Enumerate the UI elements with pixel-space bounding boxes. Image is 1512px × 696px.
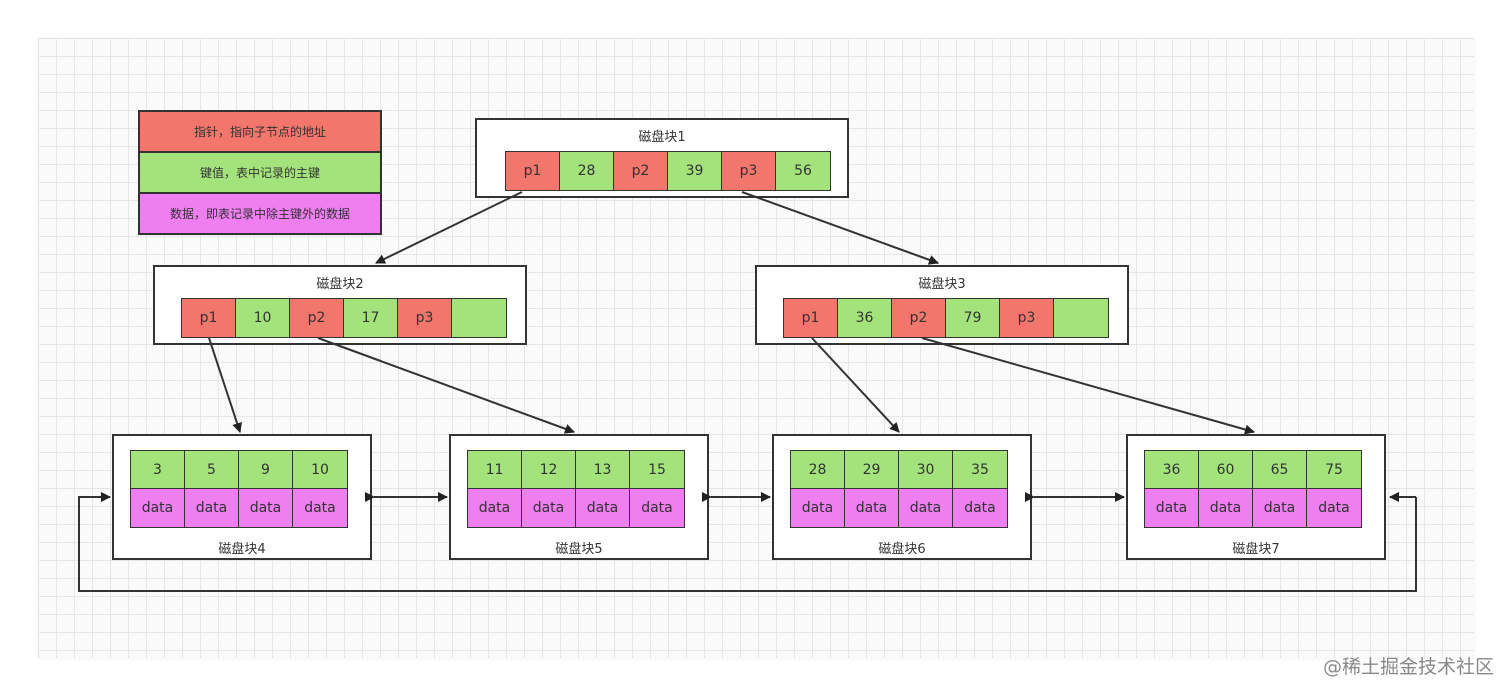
data-cell: data xyxy=(576,489,630,527)
key-cell: 29 xyxy=(845,451,899,489)
pointer-cell: p2 xyxy=(614,152,668,190)
legend-key: 键值，表中记录的主键 xyxy=(140,151,380,192)
pointer-cell: p3 xyxy=(722,152,776,190)
disk-block-2-title: 磁盘块2 xyxy=(316,277,364,292)
pointer-cell: p1 xyxy=(506,152,560,190)
data-cell: data xyxy=(1145,489,1199,527)
disk-block-3-title: 磁盘块3 xyxy=(918,277,966,292)
key-cell: 10 xyxy=(293,451,347,489)
key-cell: 65 xyxy=(1253,451,1307,489)
data-cell: data xyxy=(131,489,185,527)
key-cell: 35 xyxy=(953,451,1007,489)
disk-block-4-title: 磁盘块4 xyxy=(218,542,266,557)
disk-block-6-title: 磁盘块6 xyxy=(878,542,926,557)
key-cell: 36 xyxy=(838,299,892,337)
data-cell: data xyxy=(239,489,293,527)
loop-link-b7-to-b4 xyxy=(78,492,1417,592)
legend-pointer: 指针，指向子节点的地址 xyxy=(140,112,380,151)
key-cell: 15 xyxy=(630,451,684,489)
data-cell: data xyxy=(953,489,1007,527)
data-cell: data xyxy=(1253,489,1307,527)
disk-block-5-title: 磁盘块5 xyxy=(555,542,603,557)
disk-block-7-title: 磁盘块7 xyxy=(1232,542,1280,557)
pointer-cell: p3 xyxy=(1000,299,1054,337)
arrow-b2-to-b5 xyxy=(317,337,575,434)
key-cell: 30 xyxy=(899,451,953,489)
arrow-b3-to-b7 xyxy=(921,337,1255,435)
legend-data: 数据，即表记录中除主键外的数据 xyxy=(140,192,380,233)
arrow-b3-to-b6 xyxy=(811,337,900,433)
data-cell: data xyxy=(845,489,899,527)
data-cell: data xyxy=(1199,489,1253,527)
data-cell: data xyxy=(1307,489,1361,527)
data-cell: data xyxy=(899,489,953,527)
pointer-cell: p1 xyxy=(784,299,838,337)
key-cell: 60 xyxy=(1199,451,1253,489)
key-cell: 28 xyxy=(560,152,614,190)
legend: 指针，指向子节点的地址 键值，表中记录的主键 数据，即表记录中除主键外的数据 xyxy=(138,110,382,235)
key-cell: 13 xyxy=(576,451,630,489)
key-cell: 11 xyxy=(468,451,522,489)
arrow-b1-to-b2 xyxy=(375,191,523,264)
key-cell: 36 xyxy=(1145,451,1199,489)
pointer-cell: p1 xyxy=(182,299,236,337)
data-cell: data xyxy=(293,489,347,527)
data-cell: data xyxy=(630,489,684,527)
pointer-cell: p3 xyxy=(398,299,452,337)
watermark: @稀土掘金技术社区 xyxy=(1322,656,1494,678)
pointer-cell: p2 xyxy=(290,299,344,337)
arrow-b1-to-b3 xyxy=(741,191,939,265)
data-cell: data xyxy=(468,489,522,527)
disk-block-1-title: 磁盘块1 xyxy=(638,130,686,145)
key-cell: 17 xyxy=(344,299,398,337)
key-cell: 12 xyxy=(522,451,576,489)
data-cell: data xyxy=(185,489,239,527)
key-cell: 79 xyxy=(946,299,1000,337)
arrow-b2-to-b4 xyxy=(208,337,242,433)
key-cell: 56 xyxy=(776,152,830,190)
pointer-cell: p2 xyxy=(892,299,946,337)
key-cell: 75 xyxy=(1307,451,1361,489)
key-cell: 3 xyxy=(131,451,185,489)
key-cell: 9 xyxy=(239,451,293,489)
key-cell: 10 xyxy=(236,299,290,337)
key-cell: 5 xyxy=(185,451,239,489)
key-cell xyxy=(452,299,506,337)
data-cell: data xyxy=(522,489,576,527)
data-cell: data xyxy=(791,489,845,527)
key-cell: 28 xyxy=(791,451,845,489)
key-cell xyxy=(1054,299,1108,337)
key-cell: 39 xyxy=(668,152,722,190)
